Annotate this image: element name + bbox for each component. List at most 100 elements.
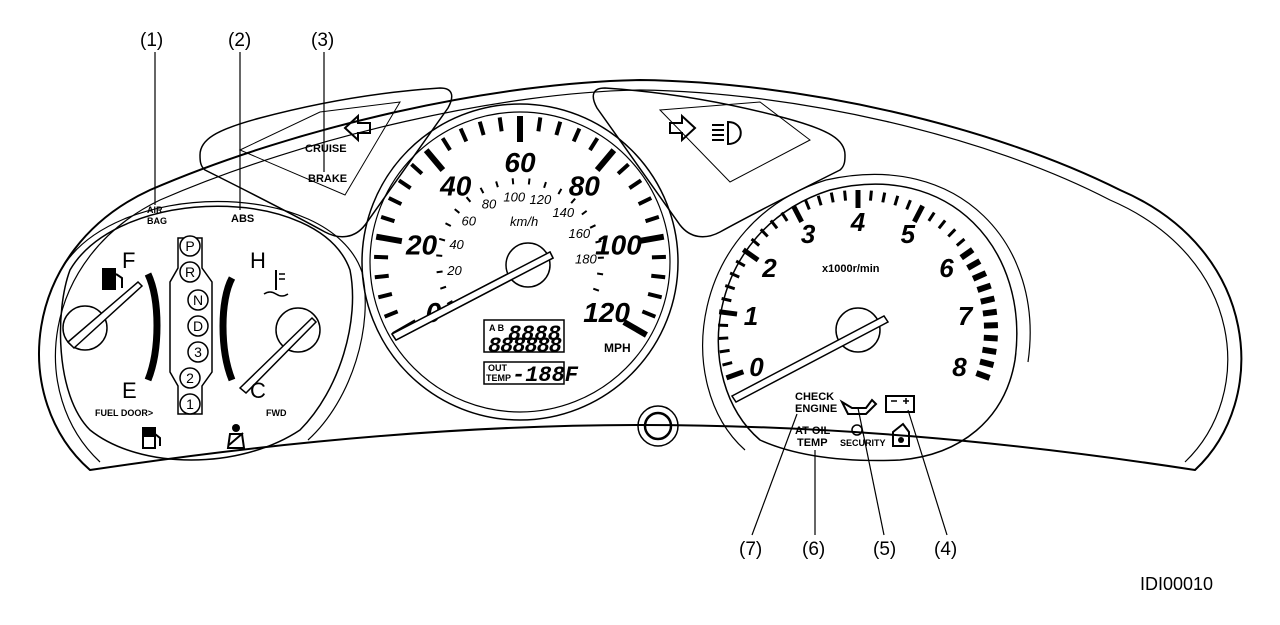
mph-tick [443,138,450,150]
tach-tick [743,250,758,260]
mph-tick [538,117,540,131]
cluster-housing [39,80,1241,470]
svg-text:1: 1 [186,396,194,412]
mph-label: 120 [583,297,630,328]
trip-ab-tag: A B [489,323,505,333]
fuel-gauge: F E FUEL DOOR> [63,248,160,448]
fuel-pump-icon [102,268,122,290]
callout-4: (4) [934,539,957,560]
kmh-tick [593,289,599,291]
gear-position-r: R [180,262,200,282]
kmh-tick [597,274,603,275]
callout-5: (5) [873,539,896,560]
tach-tick [980,362,994,366]
out-temp-readout: -188F [512,363,579,388]
mph-tick [648,294,662,297]
kmh-tick [590,225,595,228]
battery-icon [886,396,914,412]
tach-unit-label: x1000r/min [822,263,880,275]
mph-label: 60 [504,147,536,178]
tach-tick [806,200,810,209]
tach-label: 4 [850,207,866,237]
svg-text:D: D [193,318,203,334]
mph-tick [376,237,402,242]
tach-tick [907,200,911,209]
airbag-indicator-line2: BAG [147,216,167,226]
cruise-indicator: CRUISE [305,143,347,155]
tach-tick [831,193,833,203]
kmh-tick [481,188,484,193]
temp-cold-label: C [250,378,266,403]
kmh-tick [513,178,514,184]
kmh-tick [439,239,445,241]
cluster-inner-rim [55,90,1227,462]
mph-tick [638,237,664,242]
tach-tick [719,312,737,314]
kmh-unit-label: km/h [510,214,538,229]
mph-tick [385,311,398,316]
temp-hot-label: H [250,248,266,273]
kmh-label: 60 [461,213,476,228]
temperature-gauge: H C FWD [223,248,320,448]
mph-label: 80 [569,170,601,201]
tach-tick [968,261,980,268]
mph-tick [574,129,580,142]
callout-3: (3) [311,30,334,51]
mph-tick [389,198,402,204]
brake-indicator: BRAKE [308,173,347,185]
right-turn-arrow-icon [670,116,695,140]
abs-indicator: ABS [231,213,254,225]
outside-temp-display: OUT TEMP -188F [484,362,579,388]
tach-label: 7 [958,301,974,331]
high-beam-icon [712,122,741,144]
svg-text:SECURITY: SECURITY [840,438,886,448]
kmh-label: 40 [449,237,464,252]
kmh-label: 180 [575,252,597,267]
tach-tick [718,338,728,339]
out-temp-tag-line1: OUT [488,363,508,373]
mph-tick [597,150,614,170]
mph-tick [629,180,641,188]
mph-tick [642,311,655,316]
kmh-tick [529,179,530,185]
tach-tick [722,363,732,366]
svg-text:2: 2 [186,370,194,386]
svg-text:R: R [185,264,195,280]
mph-label: 20 [405,230,438,261]
gear-position-2: 2 [180,368,200,388]
mph-tick [480,122,484,135]
tach-tick [914,206,922,222]
tach-label: 0 [749,352,764,382]
tach-tick [976,373,989,378]
tach-tick [782,213,787,221]
mph-label: 100 [595,230,642,261]
gear-position-d: D [188,316,208,336]
mph-tick [461,129,467,142]
gear-position-1: 1 [180,394,200,414]
tach-tick [845,191,846,201]
mph-tick [639,198,652,204]
tach-tick [870,191,871,201]
mph-tick [590,138,597,150]
kmh-tick [496,181,498,187]
tach-tick [982,350,996,352]
fuel-door-icon [143,428,160,448]
tach-label: 8 [952,352,967,382]
mph-tick [500,117,502,131]
callout-6: (6) [802,539,825,560]
tach-tick [961,250,972,258]
kmh-label: 120 [530,192,552,207]
coolant-temp-icon [264,270,288,296]
mph-tick [651,276,665,277]
kmh-tick [437,272,443,273]
gear-position-n: N [188,290,208,310]
tach-tick [761,229,768,236]
mph-unit-label: MPH [604,341,631,355]
mph-tick [426,150,443,170]
kmh-tick [558,189,561,194]
fuel-full-label: F [122,248,135,273]
fuel-empty-label: E [122,378,137,403]
kmh-label: 80 [482,197,497,212]
